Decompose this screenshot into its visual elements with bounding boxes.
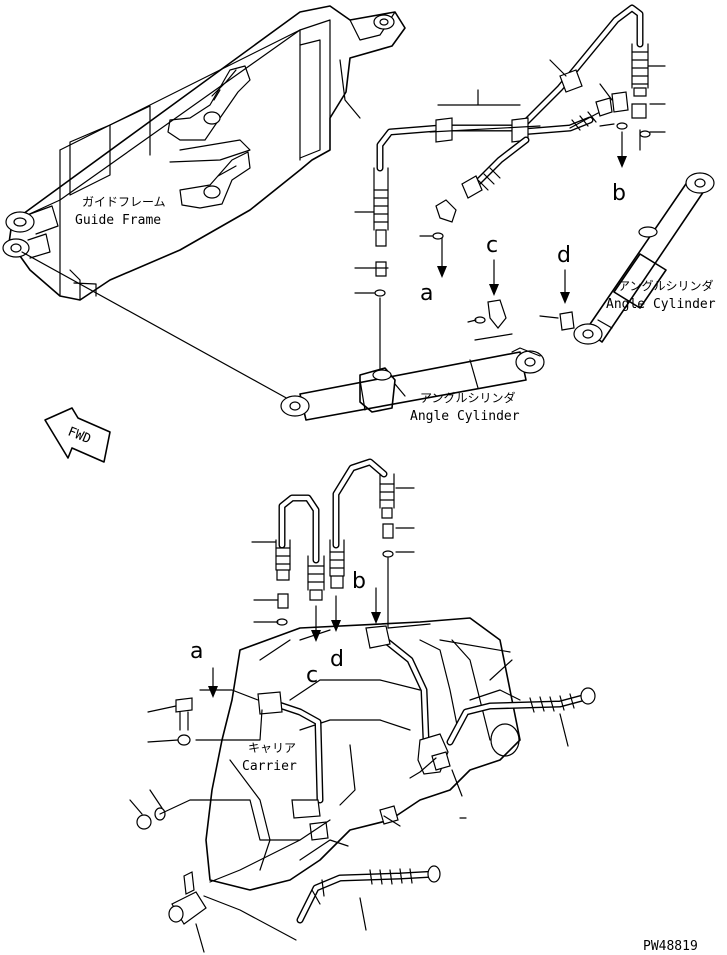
- leader-mid-cylinder: [394, 383, 406, 397]
- connection-letter-bottom-b: b: [352, 569, 366, 594]
- angle-cylinder-right-jp-label: アングルシリンダ: [618, 278, 714, 293]
- upper-piping: [373, 4, 651, 371]
- angle-cylinder-right: [573, 172, 715, 345]
- connection-letter-bottom-c: c: [306, 663, 318, 688]
- fwd-label: FWD: [66, 425, 94, 448]
- leader-frame-to-cylinder: [21, 251, 291, 401]
- connection-letter-top-c: c: [486, 233, 498, 258]
- angle-cylinder-mid-jp-label: アングルシリンダ: [420, 390, 516, 405]
- connection-letter-top-a: a: [420, 281, 433, 306]
- angle-cylinder-middle: [280, 347, 545, 421]
- carrier-jp-label: キャリア: [248, 741, 296, 755]
- guide-frame-en-label: Guide Frame: [75, 213, 161, 228]
- guide-frame-jp-label: ガイドフレーム: [82, 195, 166, 209]
- fwd-arrow-icon: FWD: [44, 407, 111, 463]
- connection-letter-top-b: b: [612, 181, 626, 206]
- leaders-lower: [129, 487, 569, 953]
- guide-frame: [2, 5, 406, 301]
- angle-cylinder-right-en-label: Angle Cylinder: [606, 297, 716, 312]
- connection-letter-bottom-d: d: [330, 647, 344, 672]
- angle-cylinder-mid-en-label: Angle Cylinder: [410, 409, 520, 424]
- carrier: [136, 617, 596, 925]
- drawing-code: PW48819: [643, 939, 698, 954]
- carrier-en-label: Carrier: [242, 759, 297, 774]
- arrows-upper: [437, 131, 627, 304]
- lower-piping: [275, 458, 395, 629]
- connection-letter-bottom-a: a: [190, 639, 203, 664]
- leaders-upper: [354, 59, 666, 341]
- connection-letter-top-d: d: [557, 243, 571, 268]
- arrows-lower: [208, 587, 381, 698]
